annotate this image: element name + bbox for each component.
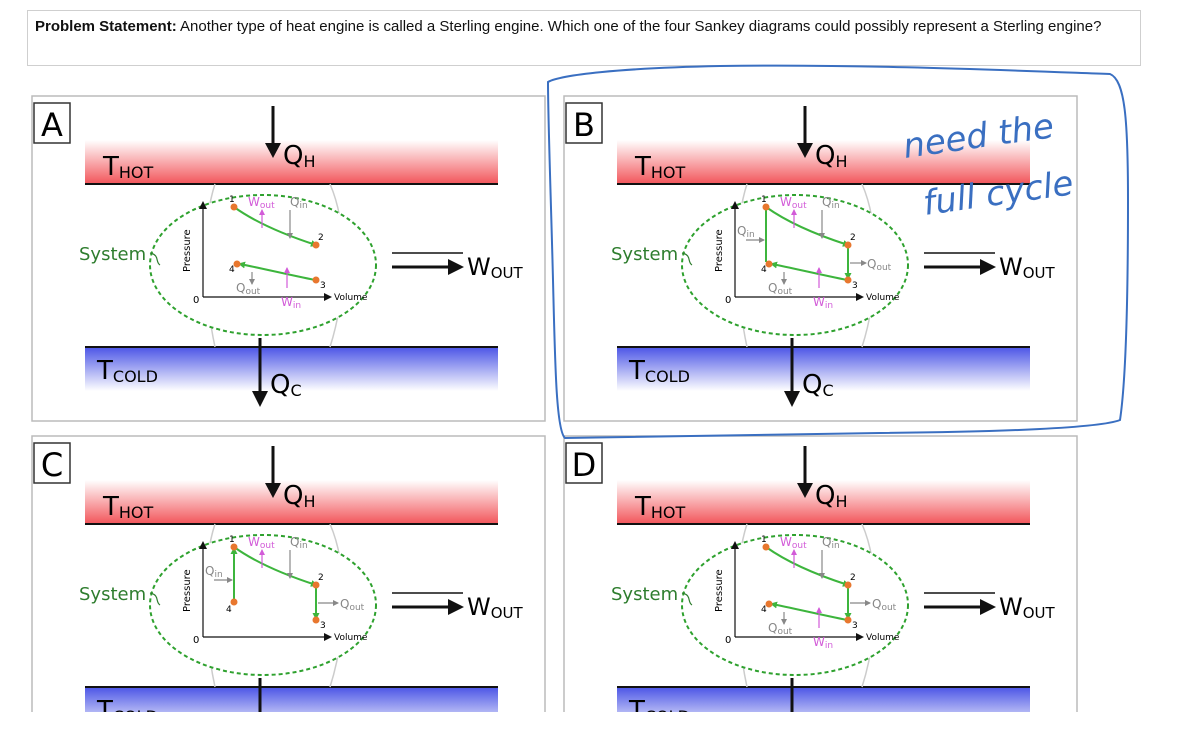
point-2 [312,241,320,249]
svg-text:QH: QH [283,481,316,511]
system-label: System [79,244,146,265]
svg-text:Wout: Wout [780,535,807,551]
problem-statement: Problem Statement: Another type of heat … [27,10,1141,66]
svg-text:Qin: Qin [290,195,308,211]
svg-text:2: 2 [318,233,324,243]
panel-letter: B [573,106,595,144]
svg-text:Wout: Wout [780,195,807,211]
svg-text:1: 1 [761,195,767,205]
svg-text:Qout: Qout [768,281,793,297]
svg-text:3: 3 [320,621,326,631]
panel-a: A THOT TCOLD QH QC System WOUT Pressure … [31,95,546,422]
svg-text:4: 4 [761,265,767,275]
qc-label: QC [270,370,302,400]
t-hot-label: THOT [102,152,154,182]
svg-text:0: 0 [193,635,199,646]
svg-text:2: 2 [318,573,324,583]
svg-text:Qout: Qout [867,257,892,273]
hot-reservoir [85,140,498,184]
svg-text:3: 3 [852,281,858,291]
problem-text: Another type of heat engine is called a … [180,18,1102,35]
svg-text:3: 3 [852,621,858,631]
svg-text:THOT: THOT [634,152,686,182]
svg-text:Pressure: Pressure [714,229,725,272]
svg-text:Volume: Volume [866,633,900,643]
svg-text:Qin: Qin [822,195,840,211]
svg-text:Win: Win [813,295,833,311]
volume-axis-label: Volume [334,293,368,303]
svg-text:THOT: THOT [634,492,686,522]
svg-text:Pressure: Pressure [714,569,725,612]
svg-text:1: 1 [229,195,235,205]
pressure-axis-label: Pressure [182,229,193,272]
svg-text:4: 4 [226,605,232,615]
svg-text:3: 3 [320,281,326,291]
panel-c: C THOT TCOLD QH System WOUT Pressure Vol… [31,435,546,751]
point-4 [233,260,241,268]
panel-letter-box [33,102,71,144]
svg-text:Qout: Qout [340,597,365,613]
svg-text:Qout: Qout [768,621,793,637]
svg-text:System: System [611,244,678,265]
qh-label: QH [283,141,316,171]
panel-b: B THOT TCOLD QH QC System WOUT Pressure … [563,95,1078,422]
svg-text:Win: Win [813,635,833,651]
svg-text:Qout: Qout [872,597,897,613]
svg-text:Qout: Qout [236,281,261,297]
svg-text:0: 0 [725,295,731,306]
svg-text:4: 4 [761,605,767,615]
svg-text:WOUT: WOUT [999,253,1056,282]
cold-reservoir [85,347,498,391]
svg-text:TCOLD: TCOLD [628,356,690,386]
t-cold-label: TCOLD [96,356,158,386]
point-3 [312,276,320,284]
svg-text:WOUT: WOUT [467,593,524,622]
panel-letter: A [41,106,63,144]
svg-text:1: 1 [761,535,767,545]
svg-text:System: System [611,584,678,605]
svg-text:Volume: Volume [866,293,900,303]
svg-text:2: 2 [850,233,856,243]
origin-label: 0 [193,295,199,306]
svg-text:QH: QH [815,141,848,171]
svg-text:Wout: Wout [248,195,275,211]
svg-text:Qin: Qin [290,535,308,551]
svg-text:Qin: Qin [737,224,755,240]
svg-text:0: 0 [725,635,731,646]
svg-text:Win: Win [281,295,301,311]
w-out-label: WOUT [467,253,524,282]
svg-text:Qin: Qin [205,564,223,580]
svg-text:WOUT: WOUT [999,593,1056,622]
panel-letter: C [41,446,63,484]
svg-text:1: 1 [229,535,235,545]
svg-text:Volume: Volume [334,633,368,643]
svg-text:Wout: Wout [248,535,275,551]
problem-heading: Problem Statement: [35,18,177,35]
svg-text:QH: QH [815,481,848,511]
svg-text:Pressure: Pressure [182,569,193,612]
svg-text:2: 2 [850,573,856,583]
system-ellipse [149,194,377,336]
svg-text:System: System [79,584,146,605]
svg-text:Qin: Qin [822,535,840,551]
point-1 [230,203,238,211]
svg-text:THOT: THOT [102,492,154,522]
svg-text:QC: QC [802,370,834,400]
svg-text:4: 4 [229,265,235,275]
panel-letter: D [572,446,597,484]
panel-d: D THOT TCOLD QH System WOUT Pressure Vol… [563,435,1078,751]
